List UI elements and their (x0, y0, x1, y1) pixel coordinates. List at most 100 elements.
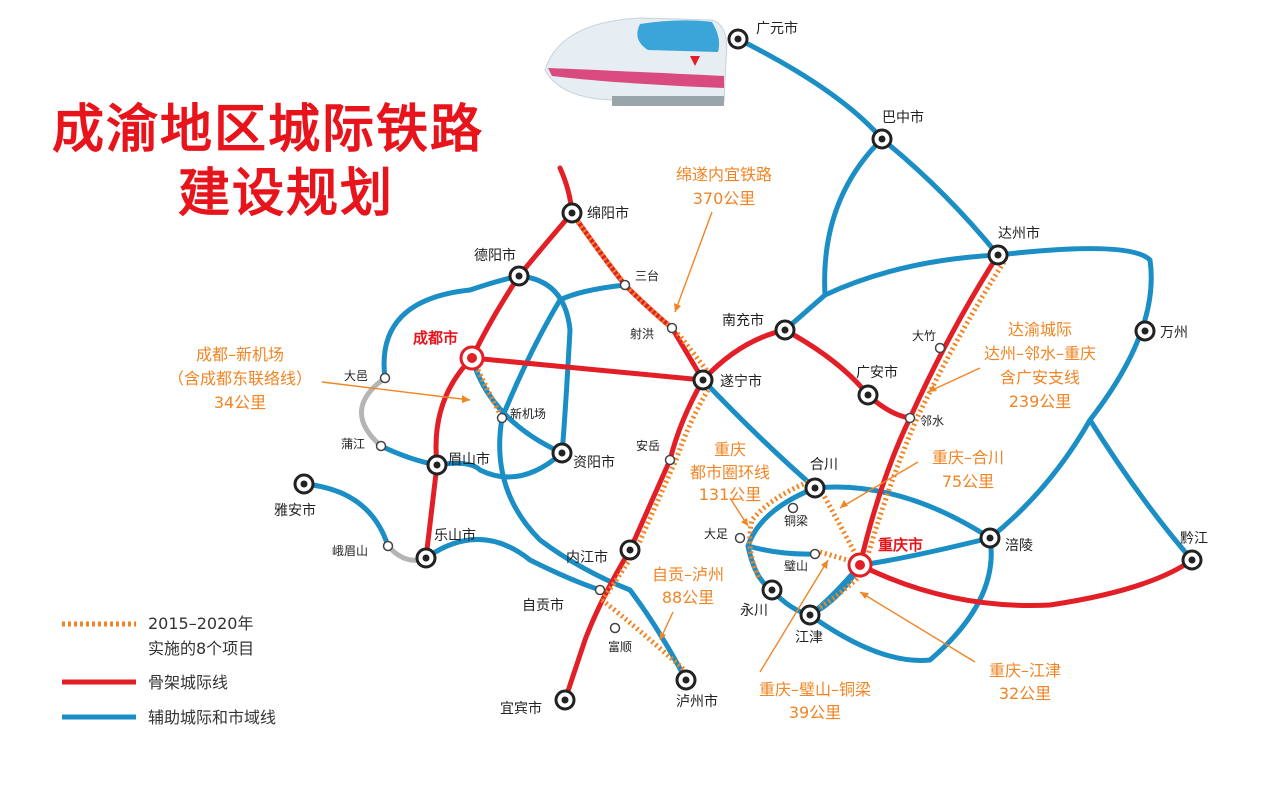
station-marker-zigong (594, 584, 606, 596)
legend-label-skeleton: 骨架城际线 (148, 673, 228, 692)
project-suining-neijiang (600, 388, 711, 602)
station-label-fuling: 涪陵 (1005, 538, 1033, 554)
station-label-dazhou: 达州市 (998, 225, 1040, 242)
station-label-luzhou: 泸州市 (676, 693, 718, 710)
annotation-dazhou-chongqing-name: 达渝城际 (1008, 320, 1072, 339)
station-label-nanchong: 南充市 (722, 312, 764, 329)
train-illustration (544, 17, 728, 106)
station-marker-dayi (379, 372, 391, 384)
station-label-chongqing: 重庆市 (878, 536, 923, 554)
station-marker-fushun (609, 622, 621, 634)
annotation-cq-jiangjin-name: 重庆–江津 (989, 661, 1061, 680)
rail-chengdu-suining (469, 355, 706, 383)
rail-airport-neijiang (497, 415, 689, 683)
rail-santai-west (499, 282, 628, 421)
station-marker-shehong (666, 322, 678, 334)
annotation-mianyang-suining-name: 绵遂内宜铁路 (676, 165, 772, 184)
station-label-suining: 遂宁市 (720, 373, 762, 390)
annotation-mianyang-suining-length: 370公里 (693, 189, 756, 208)
annotation-zigong-luzhou-name: 自贡–泸州 (652, 565, 724, 584)
station-label-dazu: 大足 (704, 527, 728, 541)
annotation-cq-ring-length: 131公里 (699, 485, 762, 504)
station-label-shehong: 射洪 (630, 326, 654, 341)
rail-dazu-bishan (745, 543, 818, 557)
station-label-linshui: 邻水 (920, 414, 944, 428)
station-label-hechuan: 合川 (810, 457, 838, 473)
annotation-cq-hechuan-name: 重庆–合川 (932, 448, 1004, 467)
annotation-cq-hechuan-length: 75公里 (942, 472, 994, 491)
station-marker-xinjichang (496, 412, 508, 424)
rail-suining-nanchong (700, 327, 788, 383)
rail-chengdu-ziyang (469, 355, 565, 456)
leader-chengdu-airport (321, 381, 471, 401)
map-title-line2: 建设规划 (178, 164, 395, 224)
legend-label-project-2: 实施的8个项目 (148, 639, 254, 658)
station-label-guangyuan: 广元市 (756, 20, 798, 37)
rail-dayi-pujiang (359, 375, 388, 449)
legend-label-project: 2015–2020年 (148, 614, 253, 633)
annotation-zigong-luzhou-length: 88公里 (662, 588, 714, 607)
rail-hechuan-fuling (807, 484, 994, 663)
station-marker-tongliang (787, 502, 799, 514)
station-label-mianyang: 绵阳市 (587, 205, 629, 222)
rail-deyang-ring (516, 273, 573, 456)
station-label-zigong: 自贡市 (522, 597, 564, 614)
rail-dazhou-east (822, 246, 1154, 541)
project-chengdu-airport (475, 368, 505, 420)
station-marker-dazu (734, 532, 746, 544)
leader-cq-jiangjin (859, 591, 976, 663)
project-cq-ring (747, 479, 809, 582)
station-label-bishan: 璧山 (784, 558, 808, 573)
station-label-tongliang: 铜梁 (784, 513, 808, 528)
annotation-dazhou-chongqing-branch: 含广安支线 (1000, 368, 1080, 387)
annotation-chengdu-airport-note: （含成都东联络线） (168, 369, 312, 388)
rail-dayi-deyang (381, 273, 522, 381)
station-label-dayi: 大邑 (344, 369, 368, 383)
annotation-cq-ring-name2: 都市圈环线 (690, 463, 770, 482)
station-label-guangan: 广安市 (856, 364, 898, 381)
station-label-emeishan: 峨眉山 (332, 544, 368, 558)
rail-bazhong-nanchong (782, 136, 885, 333)
rail-suining-hechuan (700, 377, 818, 491)
station-label-santai: 三台 (635, 268, 659, 283)
annotation-cq-jiangjin-length: 32公里 (999, 684, 1051, 703)
leader-cq-bishan-tongliang (759, 559, 829, 673)
annotation-dazhou-chongqing-route: 达州–邻水–重庆 (984, 344, 1096, 363)
station-label-fushun: 富顺 (608, 639, 632, 654)
project-dazhou-chongqing (865, 260, 1007, 556)
station-marker-linshui (904, 412, 916, 424)
station-label-yongchuan: 永川 (740, 603, 768, 619)
annotation-chengdu-airport-length: 34公里 (214, 393, 266, 412)
station-label-leshan: 乐山市 (434, 527, 476, 544)
station-label-jiangjin: 江津 (795, 630, 823, 646)
legend: 2015–2020年 实施的8个项目 骨架城际线 辅助城际和市域线 (62, 614, 276, 727)
station-label-yibin: 宜宾市 (500, 700, 542, 717)
annotation-chengdu-airport-name: 成都–新机场 (196, 345, 284, 364)
rail-cq-qianjiang (857, 557, 1195, 608)
station-marker-santai (619, 279, 631, 291)
station-label-dazhu: 大竹 (912, 329, 936, 343)
station-marker-pujiang (375, 440, 387, 452)
legend-label-auxiliary: 辅助城际和市域线 (148, 708, 276, 727)
leader-mianyang-suining (674, 211, 713, 313)
station-label-pujiang: 蒲江 (341, 437, 365, 451)
annotation-dazhou-chongqing-length: 239公里 (1009, 392, 1072, 411)
station-label-qianjiang: 黔江 (1180, 531, 1208, 547)
rail-qianjiang-link (1087, 417, 1195, 563)
rail-pujiang-meishan (378, 443, 565, 480)
project-zigong-luzhou (600, 598, 692, 677)
annotation-cq-ring-name1: 重庆 (714, 440, 746, 459)
station-marker-bishan (809, 548, 821, 560)
annotation-cq-bishan-tongliang-name: 重庆–璧山–铜梁 (759, 680, 871, 699)
station-label-meishan: 眉山市 (448, 451, 490, 468)
project-hechuan-cq (819, 490, 859, 557)
station-label-deyang: 德阳市 (474, 247, 516, 264)
station-label-wanzhou: 万州 (1160, 325, 1188, 341)
station-label-bazhong: 巴中市 (882, 109, 924, 126)
station-marker-anyue (664, 454, 676, 466)
rail-guangyuan-dazhou (735, 36, 1001, 258)
annotation-cq-bishan-tongliang-length: 39公里 (789, 703, 841, 722)
station-label-xinjichang: 新机场 (510, 406, 546, 421)
station-label-yaan: 雅安市 (274, 502, 316, 519)
